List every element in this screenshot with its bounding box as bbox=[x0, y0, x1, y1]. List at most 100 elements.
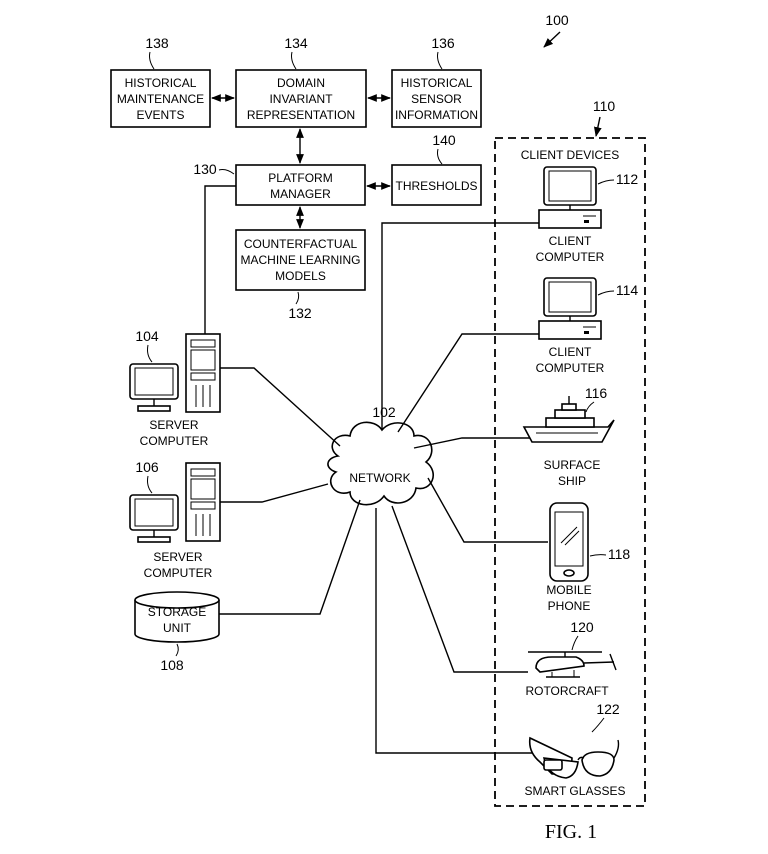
server-tower-icon bbox=[185, 462, 221, 542]
leader-line-132 bbox=[295, 291, 300, 305]
ref-100: 100 bbox=[545, 12, 569, 28]
leader-line-112 bbox=[597, 179, 615, 185]
leader-line-138 bbox=[149, 51, 155, 70]
ref-134: 134 bbox=[284, 35, 308, 51]
client-computer-114: CLIENT COMPUTER bbox=[536, 277, 605, 375]
leader-line-122 bbox=[591, 717, 605, 733]
helicopter-icon bbox=[528, 651, 617, 678]
link-network-118 bbox=[427, 477, 548, 543]
client-label-line: MOBILE bbox=[546, 583, 591, 597]
ref-112: 112 bbox=[616, 171, 639, 187]
client-label-line: ROTORCRAFT bbox=[525, 684, 609, 698]
ref-102: 102 bbox=[372, 404, 396, 420]
monitor-icon bbox=[543, 277, 597, 321]
client-label-line: CLIENT bbox=[549, 345, 592, 359]
box-label-line: COUNTERFACTUAL bbox=[244, 237, 358, 251]
client-label-line: COMPUTER bbox=[536, 361, 605, 375]
monitor-icon bbox=[543, 166, 597, 210]
ref-132: 132 bbox=[288, 305, 312, 321]
box-label-line: EVENTS bbox=[136, 108, 184, 122]
platform-manager-box: PLATFORM MANAGER bbox=[235, 164, 366, 206]
domain-invariant-representation-box: DOMAIN INVARIANT REPRESENTATION bbox=[235, 69, 367, 128]
box-label-line: MANAGER bbox=[270, 187, 331, 201]
client-devices-title: CLIENT DEVICES bbox=[521, 148, 619, 162]
network-label: NETWORK bbox=[349, 471, 410, 485]
storage-label-line: UNIT bbox=[163, 621, 192, 635]
surface-ship-116: SURFACE SHIP bbox=[522, 396, 615, 488]
box-label-line: DOMAIN bbox=[277, 76, 325, 90]
historical-maintenance-events-box: HISTORICAL MAINTENANCE EVENTS bbox=[110, 69, 211, 128]
leader-line-104 bbox=[147, 344, 153, 363]
ref-116: 116 bbox=[585, 385, 608, 401]
server-computer-104: SERVER COMPUTER bbox=[129, 333, 221, 448]
client-label-line: SMART GLASSES bbox=[525, 784, 626, 798]
link-108-network bbox=[219, 499, 361, 615]
ref-140: 140 bbox=[432, 132, 456, 148]
box-label-line: THRESHOLDS bbox=[395, 179, 477, 193]
leader-line-136 bbox=[437, 51, 443, 70]
link-106-network bbox=[220, 483, 329, 503]
box-label-line: INFORMATION bbox=[395, 108, 478, 122]
ref-100-arrow bbox=[543, 31, 561, 48]
server-label-line: SERVER bbox=[149, 418, 198, 432]
link-130-104 bbox=[204, 185, 236, 334]
rotorcraft-120: ROTORCRAFT bbox=[525, 651, 617, 698]
storage-unit-108: STORAGE UNIT bbox=[134, 591, 220, 643]
ref-106: 106 bbox=[135, 459, 159, 475]
phone-icon bbox=[549, 502, 589, 582]
link-network-112 bbox=[381, 222, 539, 430]
link-network-116 bbox=[413, 437, 530, 449]
client-label-line: CLIENT bbox=[549, 234, 592, 248]
ref-136: 136 bbox=[431, 35, 455, 51]
box-label-line: SENSOR bbox=[411, 92, 462, 106]
monitor-icon bbox=[129, 494, 179, 543]
client-label-line: PHONE bbox=[548, 599, 591, 613]
client-label-line: SHIP bbox=[558, 474, 586, 488]
server-label-line: COMPUTER bbox=[140, 434, 209, 448]
glasses-icon bbox=[528, 736, 620, 779]
leader-line-118 bbox=[589, 554, 607, 557]
leader-line-140 bbox=[437, 148, 443, 165]
figure-caption: FIG. 1 bbox=[545, 821, 597, 843]
thresholds-box: THRESHOLDS bbox=[391, 164, 482, 206]
historical-sensor-information-box: HISTORICAL SENSOR INFORMATION bbox=[391, 69, 482, 128]
smart-glasses-122: SMART GLASSES bbox=[525, 736, 626, 798]
box-label-line: HISTORICAL bbox=[125, 76, 197, 90]
server-computer-106: SERVER COMPUTER bbox=[129, 462, 221, 580]
counterfactual-models-box: COUNTERFACTUAL MACHINE LEARNING MODELS bbox=[235, 229, 366, 291]
desktop-case-icon bbox=[538, 209, 602, 229]
link-network-114 bbox=[397, 333, 539, 433]
leader-line-106 bbox=[147, 475, 153, 494]
server-label-line: SERVER bbox=[153, 550, 202, 564]
ship-icon bbox=[522, 396, 615, 443]
leader-line-120 bbox=[571, 635, 579, 651]
ref-122: 122 bbox=[596, 701, 620, 717]
network-cloud: NETWORK bbox=[327, 421, 435, 506]
leader-line-134 bbox=[291, 51, 297, 70]
ref-138: 138 bbox=[145, 35, 169, 51]
client-label-line: SURFACE bbox=[544, 458, 601, 472]
ref-104: 104 bbox=[135, 328, 159, 344]
mobile-phone-118: MOBILE PHONE bbox=[546, 502, 592, 613]
storage-label-line: STORAGE bbox=[148, 605, 206, 619]
ref-110-arrow bbox=[593, 116, 602, 137]
ref-118: 118 bbox=[608, 546, 631, 562]
box-label-line: HISTORICAL bbox=[401, 76, 473, 90]
desktop-case-icon bbox=[538, 320, 602, 340]
box-label-line: REPRESENTATION bbox=[247, 108, 355, 122]
ref-108: 108 bbox=[160, 657, 184, 673]
box-label-line: MODELS bbox=[275, 269, 326, 283]
box-label-line: PLATFORM bbox=[268, 171, 332, 185]
server-label-line: COMPUTER bbox=[144, 566, 213, 580]
server-tower-icon bbox=[185, 333, 221, 413]
link-network-120 bbox=[391, 505, 528, 673]
leader-line-130 bbox=[218, 169, 235, 175]
leader-line-108 bbox=[175, 643, 179, 657]
box-label-line: INVARIANT bbox=[269, 92, 333, 106]
monitor-icon bbox=[129, 363, 179, 412]
ref-114: 114 bbox=[616, 282, 639, 298]
ref-120: 120 bbox=[570, 619, 594, 635]
box-label-line: MACHINE LEARNING bbox=[240, 253, 360, 267]
